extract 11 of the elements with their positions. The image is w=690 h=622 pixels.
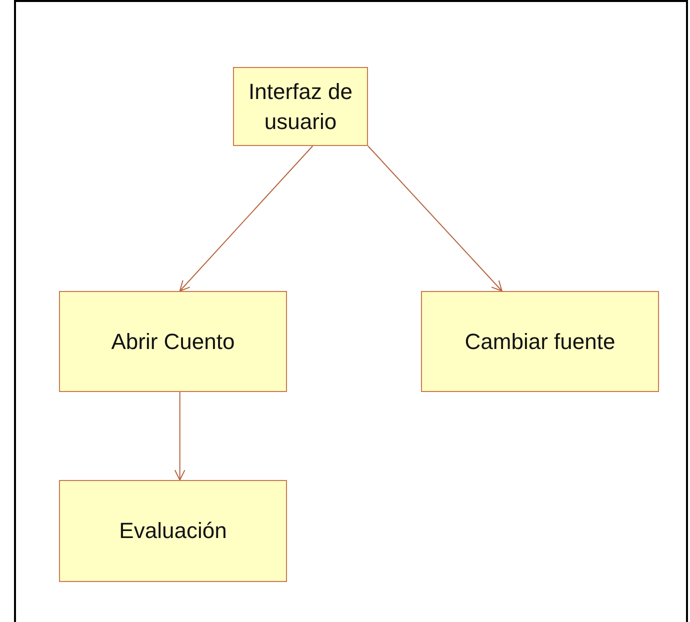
process-box bbox=[421, 291, 659, 392]
arrow bbox=[368, 146, 502, 292]
box-label: Evaluación bbox=[119, 517, 227, 545]
box-label: Abrir Cuento bbox=[111, 328, 235, 356]
box-label: Cambiar fuente bbox=[464, 328, 616, 356]
process-box bbox=[59, 480, 287, 582]
arrow bbox=[179, 146, 314, 292]
process-box bbox=[233, 67, 368, 146]
process-box bbox=[59, 291, 287, 392]
box-label: Interfaz de usuario bbox=[248, 78, 354, 136]
arrow bbox=[174, 392, 186, 480]
